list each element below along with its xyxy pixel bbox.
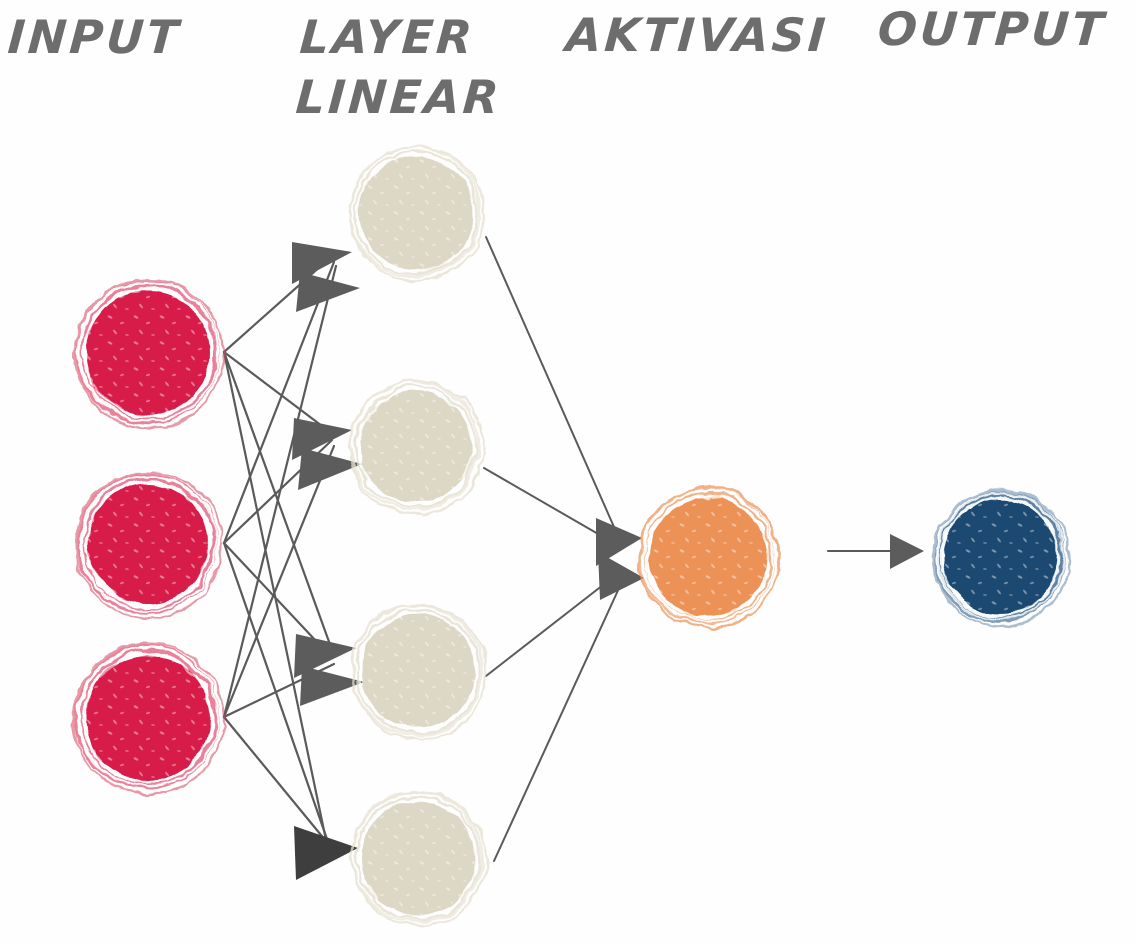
arrowheads-linear-layer bbox=[292, 242, 364, 880]
edge-aktivasi-to-output bbox=[827, 534, 924, 569]
arrowheads-aktivasi bbox=[596, 518, 644, 600]
linear-node-3[interactable] bbox=[350, 603, 488, 741]
output-node[interactable] bbox=[931, 488, 1071, 628]
linear-node-2[interactable] bbox=[348, 379, 486, 517]
linear-node-1[interactable] bbox=[348, 145, 486, 283]
input-node-2[interactable] bbox=[74, 470, 224, 620]
edges-input-to-linear bbox=[222, 254, 338, 848]
input-node-1[interactable] bbox=[73, 278, 225, 430]
linear-node-4[interactable] bbox=[350, 790, 488, 928]
aktivasi-node[interactable] bbox=[637, 486, 781, 630]
input-node-3[interactable] bbox=[72, 642, 226, 796]
edges-linear-to-aktivasi bbox=[483, 236, 621, 862]
